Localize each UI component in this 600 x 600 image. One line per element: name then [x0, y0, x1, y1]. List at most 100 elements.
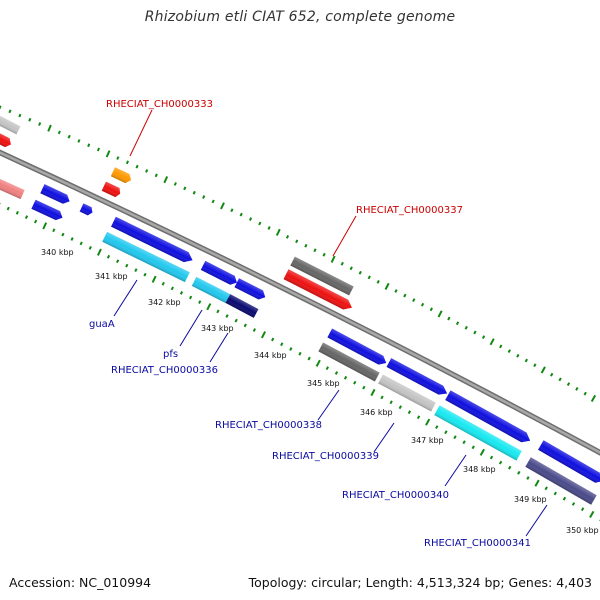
gene-feature[interactable] [200, 260, 239, 287]
gene-label-text: RHECIAT_CH0000340 [342, 490, 449, 501]
tick-mark [444, 430, 448, 435]
gene-label-RHECIAT_CH0000339[interactable]: RHECIAT_CH0000339 [272, 422, 395, 462]
forward-genes-row2 [0, 130, 355, 312]
inner-tick-ring [0, 202, 600, 522]
gene-feature[interactable] [318, 342, 380, 382]
tick-mark [243, 323, 247, 328]
tick-mark [358, 270, 362, 275]
tick-mark [96, 147, 101, 152]
gene-feature[interactable] [225, 294, 259, 318]
tick-mark [473, 330, 477, 335]
tick-mark [340, 261, 344, 266]
gene-feature[interactable] [386, 358, 450, 398]
gene-label-RHECIAT_CH0000336[interactable]: RHECIAT_CH0000336 [111, 332, 229, 376]
gene-feature[interactable] [31, 199, 64, 223]
tick-mark [583, 391, 587, 396]
gene-feature[interactable] [525, 457, 597, 505]
tick-mark [425, 418, 431, 426]
tick-mark [298, 351, 302, 356]
gene-feature[interactable] [40, 184, 71, 206]
forward-genes [0, 113, 354, 296]
tick-mark [47, 124, 52, 132]
gene-feature[interactable] [0, 113, 21, 135]
tick-mark [447, 316, 451, 321]
tick-mark [145, 169, 149, 173]
gene-feature[interactable] [234, 278, 267, 301]
tick-mark [389, 400, 393, 405]
gene-feature[interactable] [378, 374, 436, 412]
tick-mark [412, 298, 416, 303]
tick-mark [179, 291, 184, 295]
tick-mark [489, 455, 494, 460]
gene-label-pfs[interactable]: pfs [163, 309, 203, 360]
tick-mark [334, 371, 339, 375]
tick-mark [170, 286, 174, 291]
tick-mark [313, 248, 317, 253]
gene-label-text: RHECIAT_CH0000333 [106, 99, 213, 110]
tick-mark [420, 302, 425, 307]
tick-mark [481, 335, 486, 339]
gene-feature[interactable] [538, 440, 600, 486]
gene-feature[interactable] [290, 256, 354, 296]
genome-backbone [0, 149, 600, 456]
gene-feature[interactable] [79, 203, 95, 216]
tick-mark [28, 117, 32, 122]
gene-feature[interactable] [111, 216, 195, 265]
gene-feature[interactable] [327, 328, 388, 368]
gene-label-guaA[interactable]: guaA [89, 279, 138, 330]
gene-feature[interactable] [110, 167, 133, 185]
gene-label-RHECIAT_CH0000338[interactable]: RHECIAT_CH0000338 [215, 389, 340, 431]
gene-feature[interactable] [191, 276, 231, 304]
tick-mark [61, 232, 65, 237]
tick-mark [42, 222, 48, 230]
scale-label: 342 kbp [148, 298, 181, 307]
tick-mark [429, 307, 433, 312]
tick-mark [407, 410, 412, 415]
tick-mark [524, 358, 528, 363]
gene-label-text: guaA [89, 319, 115, 330]
gene-label-RHECIAT_CH0000337[interactable]: RHECIAT_CH0000337 [332, 205, 463, 257]
tick-mark [161, 281, 165, 286]
tick-mark [464, 325, 468, 330]
tick-mark [516, 353, 520, 358]
tick-mark [198, 300, 202, 304]
tick-mark [220, 202, 225, 210]
gene-label-RHECIAT_CH0000333[interactable]: RHECIAT_CH0000333 [106, 99, 213, 157]
tick-mark [280, 342, 284, 347]
page-title: Rhizobium etli CIAT 652, complete genome [144, 9, 456, 25]
gene-label-RHECIAT_CH0000341[interactable]: RHECIAT_CH0000341 [424, 504, 548, 549]
tick-mark [0, 105, 2, 110]
tick-mark [239, 212, 243, 217]
tick-mark [33, 219, 38, 224]
tick-mark [225, 314, 229, 318]
tick-mark [163, 176, 169, 184]
gene-feature[interactable] [0, 176, 25, 200]
tick-mark [437, 310, 443, 318]
tick-mark [489, 338, 495, 346]
tick-mark [307, 356, 311, 361]
tick-mark [398, 405, 402, 410]
outer-tick-ring [0, 105, 597, 402]
tick-mark [258, 221, 262, 226]
reverse-genes-lane1 [0, 176, 600, 486]
tick-mark [57, 130, 61, 135]
tick-mark [517, 470, 521, 475]
scale-labels: 340 kbp 341 kbp 342 kbp 343 kbp 344 kbp … [41, 248, 599, 535]
gene-feature[interactable] [434, 405, 522, 461]
gene-feature[interactable] [283, 269, 355, 312]
gene-feature[interactable] [445, 390, 533, 445]
gene-feature[interactable] [101, 181, 123, 199]
tick-mark [77, 139, 81, 143]
tick-mark [189, 295, 193, 300]
tick-mark [384, 282, 390, 290]
gene-feature[interactable] [102, 231, 190, 283]
gene-label-text: RHECIAT_CH0000337 [356, 205, 463, 216]
tick-mark [499, 344, 503, 349]
tick-mark [116, 156, 120, 160]
tick-mark [498, 460, 503, 465]
tick-mark [322, 252, 326, 257]
tick-mark [453, 435, 457, 440]
gene-feature[interactable] [0, 130, 13, 149]
gene-label-RHECIAT_CH0000340[interactable]: RHECIAT_CH0000340 [342, 454, 467, 501]
